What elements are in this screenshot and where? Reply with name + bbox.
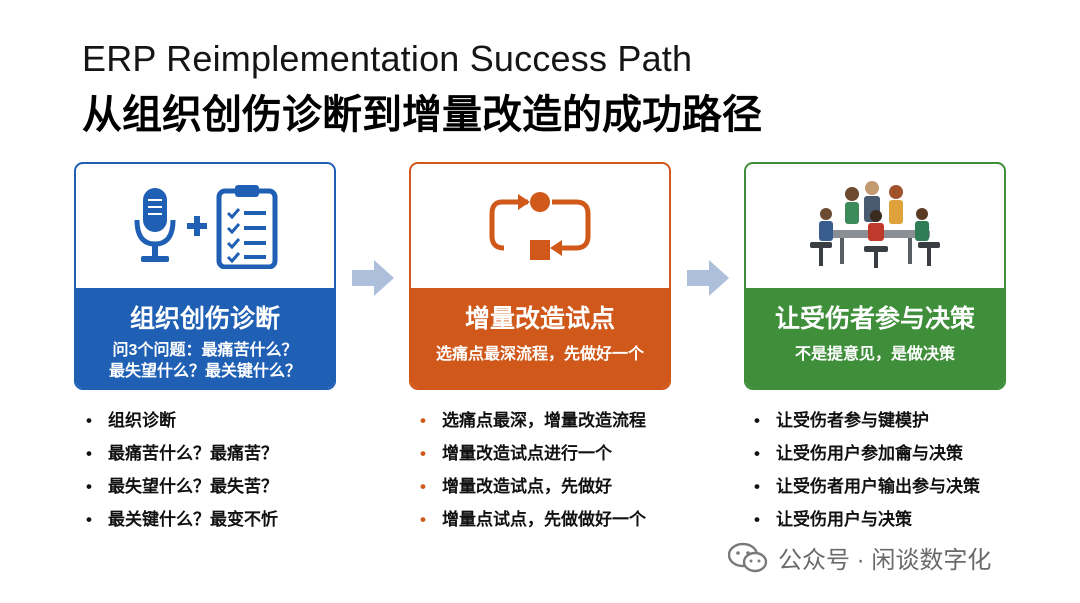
card-diagnosis: 组织创伤诊断 问3个问题：最痛苦什么？ 最失望什么？最关键什么？ — [74, 162, 336, 390]
diagnosis-list: •组织诊断 •最痛苦什么？最痛苦？ •最失望什么？最失苦？ •最关键什么？最变不… — [86, 410, 278, 542]
card-pilot-illustration — [411, 164, 669, 288]
clipboard-checklist-icon — [216, 185, 278, 269]
list-item: •让受伤用户参加龠与决策 — [754, 444, 963, 463]
card-diagnosis-illustration — [76, 164, 334, 288]
card-diagnosis-subtitle-1: 问3个问题：最痛苦什么？ — [112, 342, 298, 359]
list-item: •增量改造试点，先做好 — [420, 477, 612, 496]
list-item: •最关键什么？最变不忻 — [86, 510, 278, 529]
card-diagnosis-subtitle-2: 最失望什么？最关键什么？ — [108, 363, 301, 380]
card-participation-banner: 让受伤者参与决策 不是提意见，是做决策 — [746, 288, 1004, 388]
participation-list: •让受伤者参与键模护 •让受伤用户参加龠与决策 •让受伤者用户输出参与决策 •让… — [754, 410, 980, 542]
arrow-right-icon — [687, 260, 729, 296]
plus-icon — [187, 216, 207, 236]
card-pilot-banner: 增量改造试点 选痛点最深流程，先做好一个 — [411, 288, 669, 388]
list-item: •让受伤用户与决策 — [754, 510, 912, 529]
list-item: •选痛点最深，增量改造流程 — [420, 411, 646, 430]
card-participation: 让受伤者参与决策 不是提意见，是做决策 — [744, 162, 1006, 390]
watermark-text: 公众号 · 闲谈数字化 — [778, 547, 992, 574]
list-item: •增量改造试点进行一个 — [420, 444, 612, 463]
pilot-list: •选痛点最深，增量改造流程 •增量改造试点进行一个 •增量改造试点，先做好 •增… — [420, 410, 646, 542]
card-diagnosis-title: 组织创伤诊断 — [129, 305, 280, 333]
list-item: •最失望什么？最失苦？ — [86, 477, 278, 496]
card-diagnosis-banner: 组织创伤诊断 问3个问题：最痛苦什么？ 最失望什么？最关键什么？ — [76, 288, 334, 388]
wechat-icon — [728, 542, 768, 572]
list-item: •让受伤者用户输出参与决策 — [754, 477, 980, 496]
team-meeting-icon — [810, 181, 940, 268]
card-pilot-title: 增量改造试点 — [464, 305, 615, 333]
page-title-en: ERP Reimplementation Success Path — [82, 38, 693, 79]
card-pilot: 增量改造试点 选痛点最深流程，先做好一个 — [409, 162, 671, 390]
page-title-zh: 从组织创伤诊断到增量改造的成功路径 — [82, 93, 762, 137]
card-participation-subtitle: 不是提意见，是做决策 — [794, 346, 955, 363]
watermark: 公众号 · 闲谈数字化 — [728, 540, 991, 575]
list-item: •让受伤者参与键模护 — [754, 411, 929, 430]
list-item: •组织诊断 — [86, 411, 176, 430]
microphone-icon — [134, 188, 176, 262]
cycle-arrows-icon — [489, 192, 591, 260]
card-participation-title: 让受伤者参与决策 — [774, 305, 975, 333]
list-item: •增量点试点，先做做好一个 — [420, 510, 646, 529]
card-pilot-subtitle: 选痛点最深流程，先做好一个 — [435, 346, 644, 363]
card-participation-illustration — [746, 164, 1004, 288]
list-item: •最痛苦什么？最痛苦？ — [86, 444, 278, 463]
arrow-right-icon — [352, 260, 394, 296]
